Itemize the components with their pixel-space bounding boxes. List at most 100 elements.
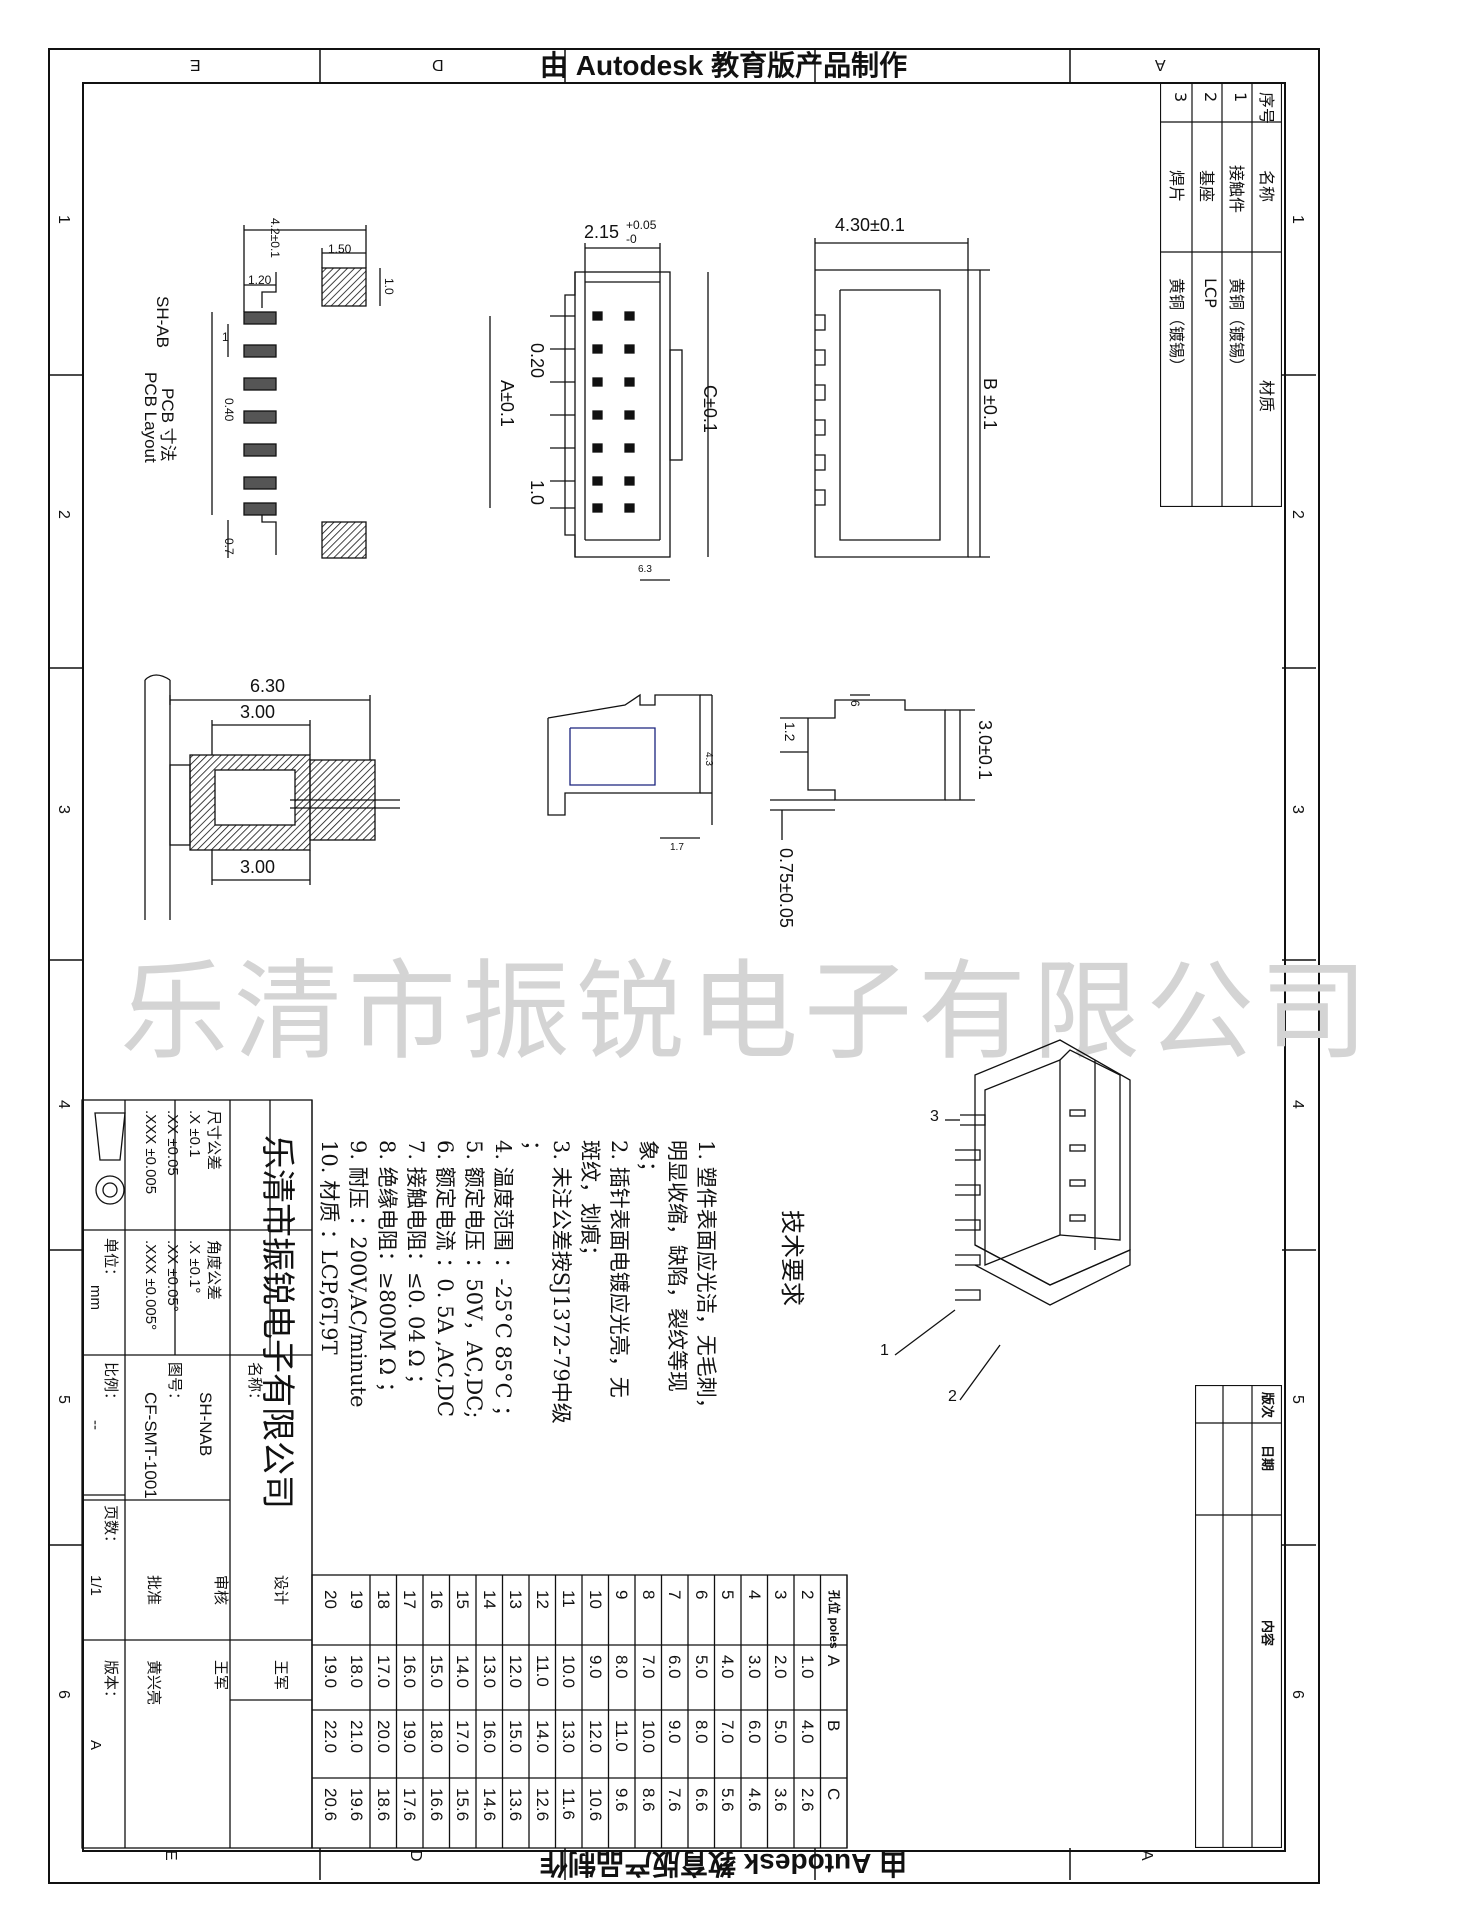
drawing-number: CF-SMT-1001: [141, 1392, 160, 1499]
dim-3-00-top: 3.00: [240, 702, 276, 722]
size-table-cell: 18: [373, 1590, 393, 1609]
size-table-cell: 17.6: [400, 1788, 419, 1822]
dim-a: A±0.1: [497, 380, 517, 427]
size-table-cell: 13: [506, 1590, 525, 1609]
angle-tolerance-header: 角度公差: [205, 1240, 223, 1301]
parts-table-grid: [1160, 82, 1282, 507]
angle-tolerance-x: .X ±0.1°: [186, 1240, 203, 1294]
tech-line: 10. 材质 ：LCP,6T,9T: [317, 1140, 341, 1355]
callout-3: 3: [930, 1108, 939, 1125]
dim-1-7: 1.7: [670, 842, 684, 853]
size-table-columns: [369, 1575, 848, 1848]
mounted-cross-section: [144, 674, 400, 920]
size-table-cell: 9.0: [585, 1655, 605, 1679]
size-table-cell: 9.6: [612, 1788, 631, 1812]
size-table-cell: 5.6: [718, 1788, 737, 1812]
tech-line: 斑纹，划痕；: [578, 1140, 602, 1266]
size-table-cell: 3: [771, 1590, 790, 1600]
size-table-cell: 19: [347, 1590, 366, 1609]
tolerance-xx: .XX ±0.05: [164, 1110, 181, 1176]
size-table-cell: 13.6: [506, 1788, 525, 1822]
title-block-grid: [81, 1099, 313, 1849]
version-value: A: [87, 1740, 104, 1751]
size-table-cell: 4.0: [718, 1655, 737, 1679]
size-table-cell: 2: [797, 1590, 817, 1600]
name-label: 名称：: [246, 1362, 264, 1408]
tech-line: 4. 温度范围 ：-25°C 85°C ；: [491, 1140, 515, 1427]
size-table-cell: 1.0: [797, 1655, 817, 1679]
size-table-cell: 13.0: [479, 1655, 499, 1689]
page-count-label: 页数：: [102, 1505, 120, 1551]
autodesk-banner-top: 由 Autodesk 教育版产品制作: [540, 50, 908, 81]
dim-3-00-bottom: 3.00: [240, 857, 276, 877]
dim-3-0: 3.0±0.1: [975, 720, 995, 780]
size-table-cell: 12.0: [506, 1655, 525, 1689]
projection-symbol: [94, 1112, 126, 1205]
pcb-label-layout: PCB Layout: [141, 372, 160, 463]
reviewer-name: 王军: [212, 1660, 230, 1691]
size-table-cell: 16.6: [426, 1788, 446, 1822]
tech-line: 2. 插针表面电镀应光亮，无: [607, 1140, 631, 1398]
approver-name: 黄兴亮: [145, 1660, 163, 1706]
size-table-cell: 10.0: [638, 1720, 658, 1754]
size-table-cell: 12.6: [532, 1788, 552, 1822]
dim-c: C±0.1: [700, 385, 720, 433]
size-table-header-cell: A: [824, 1655, 843, 1667]
size-table-cell: 7.0: [718, 1720, 737, 1744]
size-table-cell: 4: [744, 1590, 764, 1600]
dim-1-20: 1.20: [248, 273, 272, 287]
dim-6-30: 6.30: [250, 676, 286, 696]
tech-requirements-list: 1. 塑件表面应光洁，无毛刺， 明显收缩，缺陷，裂纹等现 象； 2. 插针表面电…: [314, 1140, 720, 1426]
dim-4-30: 4.30±0.1: [835, 215, 905, 235]
callout-2: 2: [948, 1388, 957, 1405]
connector-top-view: [489, 243, 709, 581]
scale-value: --: [87, 1420, 104, 1430]
size-table-cell: 8.0: [612, 1655, 631, 1679]
tech-line: 8. 绝缘电阻：≥800M Ω ；: [375, 1140, 399, 1403]
size-table-cell: 19.0: [400, 1720, 419, 1754]
company-name: 乐清市振锐电子有限公司: [257, 1135, 297, 1509]
designer-name: 王军: [272, 1660, 290, 1691]
size-table-cell: 7.6: [665, 1788, 684, 1812]
reviewer-label: 审核: [212, 1575, 230, 1606]
size-table-cell: 14.6: [479, 1788, 499, 1822]
size-table-cell: 4.6: [744, 1788, 764, 1812]
size-table-cell: 14.0: [532, 1720, 552, 1754]
dim-1: 1: [222, 330, 229, 344]
size-table-cell: 2.0: [771, 1655, 790, 1679]
size-table-cell: 8: [638, 1590, 658, 1600]
size-table-cell: 11.0: [612, 1720, 631, 1752]
size-table-cell: 2.6: [797, 1788, 817, 1812]
size-table-cell: 7.0: [638, 1655, 658, 1679]
connector-side-view: [814, 238, 990, 558]
tech-line: 象；: [636, 1140, 660, 1182]
dim-b: B ±0.1: [980, 378, 1000, 430]
tech-requirements-title: 技术要求: [778, 1210, 806, 1306]
drawing-border-inner: [82, 82, 1286, 1852]
tech-line: 明显收缩，缺陷，裂纹等现: [665, 1140, 689, 1392]
dim-1-2: 1.2: [782, 722, 798, 742]
unit-value: mm: [87, 1285, 104, 1310]
size-table-cell: 15.0: [506, 1720, 525, 1754]
size-table-cell: 10: [585, 1590, 605, 1609]
size-table-cell: 16.0: [479, 1720, 499, 1754]
size-table-cell: 4.0: [797, 1720, 817, 1744]
angle-tolerance-xxx: .XXX ±0.005°: [142, 1240, 159, 1331]
size-table-cell: 9: [612, 1590, 631, 1600]
size-table-header-cell: 孔位 poles: [827, 1590, 841, 1649]
tech-line: 6. 额定电流 ：0. 5A ,AC,DC: [433, 1140, 457, 1418]
tech-line: 5. 额定电压 ：50V，AC,DC;: [462, 1140, 486, 1419]
tech-line: 7. 接触电阻：≤0. 04 Ω ；: [404, 1140, 428, 1395]
dim-tolerance-header: 尺寸公差: [205, 1110, 223, 1171]
version-label: 版本：: [102, 1660, 120, 1706]
size-table-cell: 19.6: [347, 1788, 366, 1822]
dim-0-20: 0.20: [527, 343, 547, 379]
size-table-cell: 22.0: [320, 1720, 340, 1754]
size-table-cell: 19.0: [320, 1655, 340, 1689]
size-table-cell: 18.0: [426, 1720, 446, 1754]
dim-1-0-pitch: 1.0: [527, 480, 547, 506]
designer-label: 设计: [272, 1575, 290, 1606]
size-table-cell: 9.0: [665, 1720, 684, 1744]
dim-2-15-tol-upper: +0.05: [626, 218, 657, 232]
